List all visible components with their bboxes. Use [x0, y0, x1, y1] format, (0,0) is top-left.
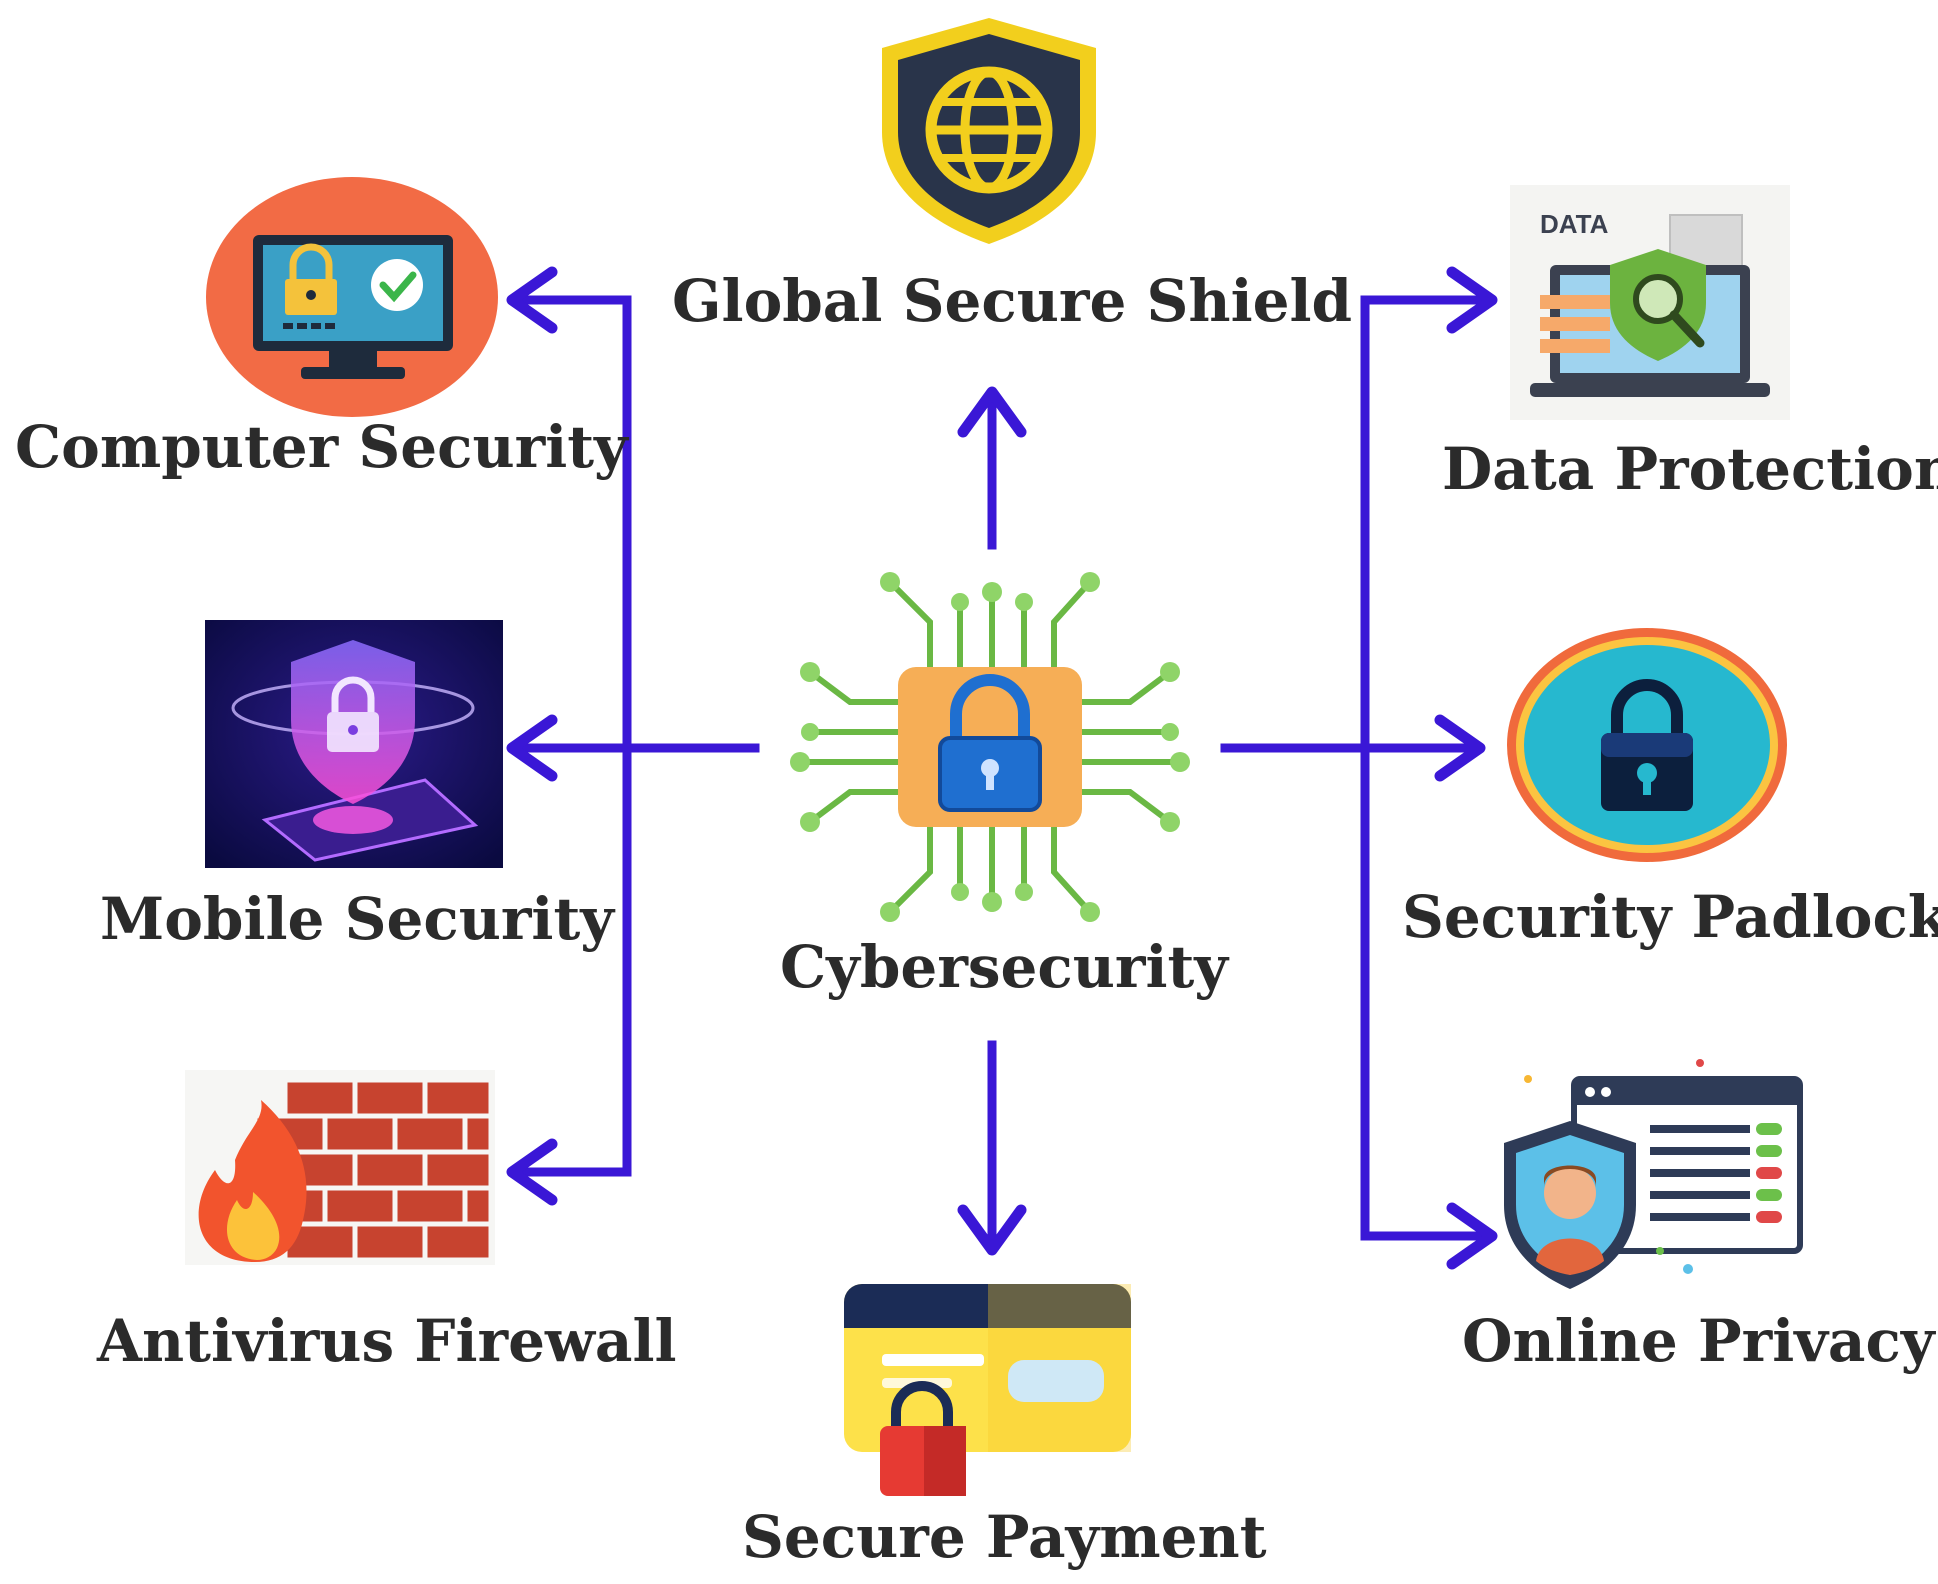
arrowhead-computer — [506, 266, 558, 334]
arrowhead-up — [957, 386, 1027, 438]
arrowhead-data — [1446, 266, 1498, 334]
holographic-lock-shield-icon — [205, 620, 503, 868]
security-padlock-label: Security Padlock — [1402, 883, 1938, 951]
data-protection-label: Data Protection — [1442, 435, 1938, 503]
arrowhead-mobile — [506, 714, 558, 782]
arrowhead-firewall — [506, 1138, 558, 1206]
fire-brick-wall-icon — [185, 1070, 495, 1265]
mobile-security-label: Mobile Security — [100, 885, 614, 953]
arrowhead-down — [957, 1204, 1027, 1256]
monitor-lock-icon — [206, 177, 498, 417]
arrowhead-padlock — [1434, 714, 1486, 782]
user-shield-browser-icon — [1504, 1059, 1803, 1289]
data-badge-text: DATA — [1540, 209, 1609, 239]
data-laptop-shield-icon: DATA — [1510, 185, 1790, 420]
credit-card-lock-icon — [844, 1284, 1131, 1496]
global-secure-shield-label: Global Secure Shield — [672, 267, 1353, 335]
antivirus-firewall-label: Antivirus Firewall — [97, 1307, 677, 1375]
secure-payment-label: Secure Payment — [742, 1503, 1267, 1571]
arrowhead-privacy — [1446, 1202, 1498, 1270]
padlock-circle-icon — [1507, 628, 1787, 862]
globe-shield-icon — [882, 18, 1096, 244]
cybersecurity-label: Cybersecurity — [780, 933, 1228, 1001]
circuit-padlock-icon — [790, 572, 1190, 922]
computer-security-label: Computer Security — [15, 413, 628, 481]
online-privacy-label: Online Privacy — [1462, 1307, 1935, 1375]
